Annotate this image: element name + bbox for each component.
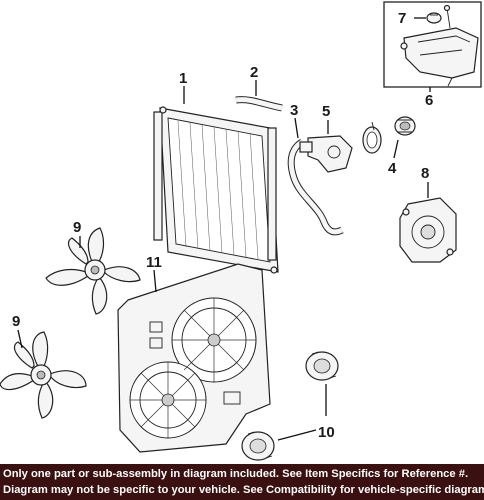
fan-shroud xyxy=(117,263,271,453)
coolant-reservoir xyxy=(400,27,479,87)
fan-blade-upper xyxy=(45,227,141,315)
disclaimer-line-1: Only one part or sub-assembly in diagram… xyxy=(3,468,469,480)
callout-3: 3 xyxy=(290,102,298,119)
callout-11: 11 xyxy=(146,254,162,271)
fan-blade-lower xyxy=(0,331,87,419)
water-pump xyxy=(399,197,457,263)
fan-motor-lower xyxy=(241,431,275,461)
reservoir-inset: 7 xyxy=(383,1,482,88)
callout-4: 4 xyxy=(388,160,397,177)
disclaimer-line-2: Diagram may not be specific to your vehi… xyxy=(3,484,484,496)
diagram-disclaimer: Only one part or sub-assembly in diagram… xyxy=(0,464,484,500)
callout-7: 7 xyxy=(398,10,406,27)
thermostat-housing xyxy=(299,135,353,173)
reservoir-bolt xyxy=(443,4,451,29)
reservoir-cap xyxy=(426,12,442,24)
callout-8: 8 xyxy=(421,165,429,182)
callout-10: 10 xyxy=(318,424,335,441)
callout-2: 2 xyxy=(250,64,258,81)
housing-seal xyxy=(362,121,382,154)
thermostat xyxy=(394,116,416,136)
callout-9-upper: 9 xyxy=(73,219,81,236)
fan-motor-upper xyxy=(305,351,339,381)
upper-hose xyxy=(235,96,283,112)
parts-diagram: 7 6 1 2 3 xyxy=(0,1,482,461)
callout-6: 6 xyxy=(425,92,433,109)
lower-hose xyxy=(287,139,344,236)
callout-1: 1 xyxy=(179,70,187,87)
callout-5: 5 xyxy=(322,103,330,120)
radiator xyxy=(153,106,279,274)
callout-9-lower: 9 xyxy=(12,313,20,330)
